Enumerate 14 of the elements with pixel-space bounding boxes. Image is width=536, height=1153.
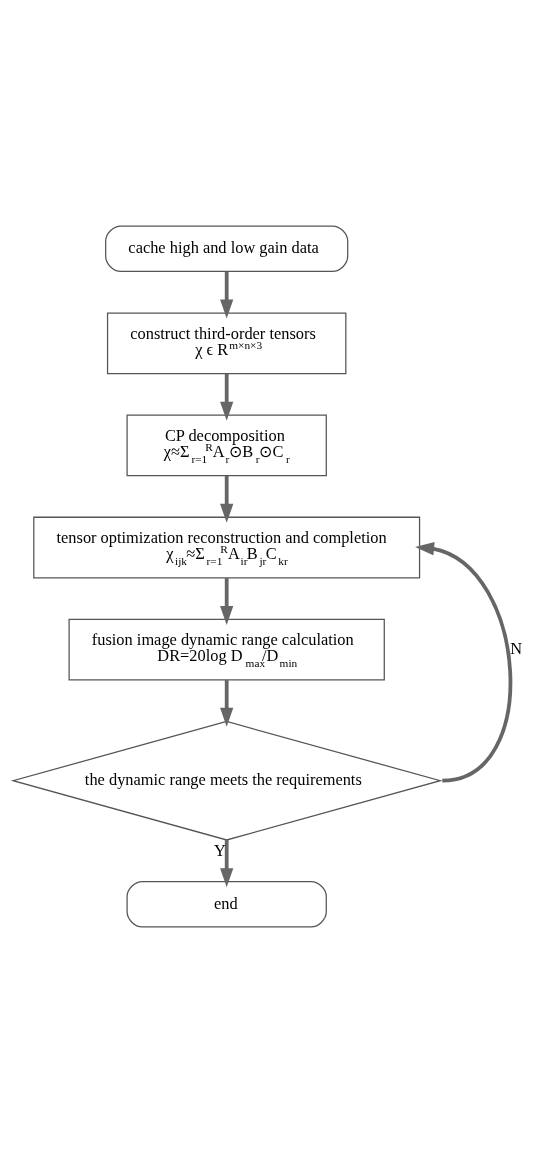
node-box: CP decomposition χ≈Σ$_{r=1}$$^{R}$A$_{r}$⊙B$_{r}$⊙C$_{r}$ [126,414,327,477]
node-box: fusion image dynamic range calculation DR=20log D$_{max}$/D$_{min}$ [68,618,385,681]
node-box: end [126,880,327,928]
node-box: construct third-order tensors χ ϵ R$^{m×n×3}$ [106,312,347,375]
arrow [220,680,234,727]
node-box: tensor optimization reconstruction and completion χ$_{ijk}$≈Σ$_{r=1}$$^{R}$A$_{ir}$B$_{jr}$C$_{kr}$ [33,516,421,579]
arrow [220,578,234,625]
edge-label: N [510,638,523,658]
arrow [220,476,234,523]
node-diamond: the dynamic range meets the requirements [10,720,443,841]
arrow [220,271,234,319]
arrow [415,542,512,783]
node-box: cache high and low gain data [105,225,349,273]
arrow [220,373,234,421]
